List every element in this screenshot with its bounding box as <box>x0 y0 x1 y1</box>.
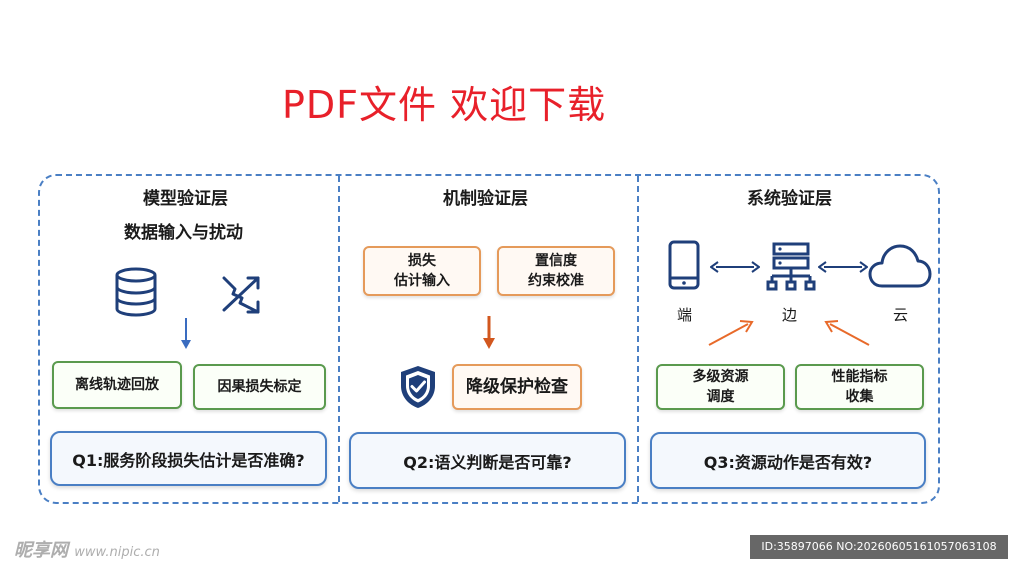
offline-replay-label: 离线轨迹回放 <box>75 377 159 393</box>
shuffle-icon <box>222 276 260 314</box>
column-divider-1 <box>338 176 340 502</box>
up-left-arrow-icon <box>824 320 870 346</box>
phone-icon <box>668 240 700 290</box>
server-network-icon <box>766 242 816 291</box>
metrics-collection-box: 性能指标 收集 <box>795 364 924 410</box>
causal-loss-box: 因果损失标定 <box>193 364 326 410</box>
bidirectional-arrow-icon <box>818 261 868 273</box>
watermark-id: ID:35897066 NO:20260605161057063108 <box>750 535 1008 559</box>
model-layer-subtitle: 数据输入与扰动 <box>124 223 243 243</box>
question-q2: Q2:语义判断是否可靠? <box>349 432 626 489</box>
node-cloud-label: 云 <box>893 306 909 324</box>
watermark-brand-text: 昵享网 <box>14 540 68 561</box>
down-arrow-icon <box>181 318 191 349</box>
degrade-protect-label: 降级保护检查 <box>466 377 568 397</box>
mechanism-layer-title: 机制验证层 <box>443 189 528 209</box>
loss-estimate-line2: 估计输入 <box>394 273 450 289</box>
shield-check-icon <box>401 366 435 408</box>
multi-level-scheduling-box: 多级资源 调度 <box>656 364 785 410</box>
column-divider-2 <box>637 176 639 502</box>
question-q1-text: Q1:服务阶段损失估计是否准确? <box>72 450 305 470</box>
diagram-frame <box>38 174 940 504</box>
model-layer-title: 模型验证层 <box>143 189 228 209</box>
up-right-arrow-icon <box>708 320 754 346</box>
cloud-icon <box>868 244 932 288</box>
confidence-calibration-box: 置信度 约束校准 <box>497 246 615 296</box>
down-arrow-icon <box>483 316 495 349</box>
metrics-line1: 性能指标 <box>831 369 888 385</box>
confidence-line2: 约束校准 <box>528 273 584 289</box>
node-device-label: 端 <box>677 306 693 324</box>
causal-loss-label: 因果损失标定 <box>217 379 302 395</box>
watermark-site: www.nipic.cn <box>74 545 160 560</box>
metrics-line2: 收集 <box>845 389 874 405</box>
banner-title: PDF文件 欢迎下载 <box>282 83 607 127</box>
question-q3: Q3:资源动作是否有效? <box>650 432 926 489</box>
node-edge-label: 边 <box>782 306 798 324</box>
question-q3-text: Q3:资源动作是否有效? <box>703 452 873 472</box>
bidirectional-arrow-icon <box>710 261 760 273</box>
offline-replay-box: 离线轨迹回放 <box>52 361 182 409</box>
system-layer-title: 系统验证层 <box>747 189 832 209</box>
question-q2-text: Q2:语义判断是否可靠? <box>403 452 572 472</box>
scheduling-line1: 多级资源 <box>692 369 749 385</box>
degrade-protect-box: 降级保护检查 <box>452 364 582 410</box>
scheduling-line2: 调度 <box>706 389 735 405</box>
loss-estimate-box: 损失 估计输入 <box>363 246 481 296</box>
loss-estimate-line1: 损失 <box>408 253 436 269</box>
question-q1: Q1:服务阶段损失估计是否准确? <box>50 431 327 486</box>
database-icon <box>115 267 157 317</box>
watermark-brand: 昵享网 www.nipic.cn <box>14 536 160 562</box>
confidence-line1: 置信度 <box>535 253 577 269</box>
